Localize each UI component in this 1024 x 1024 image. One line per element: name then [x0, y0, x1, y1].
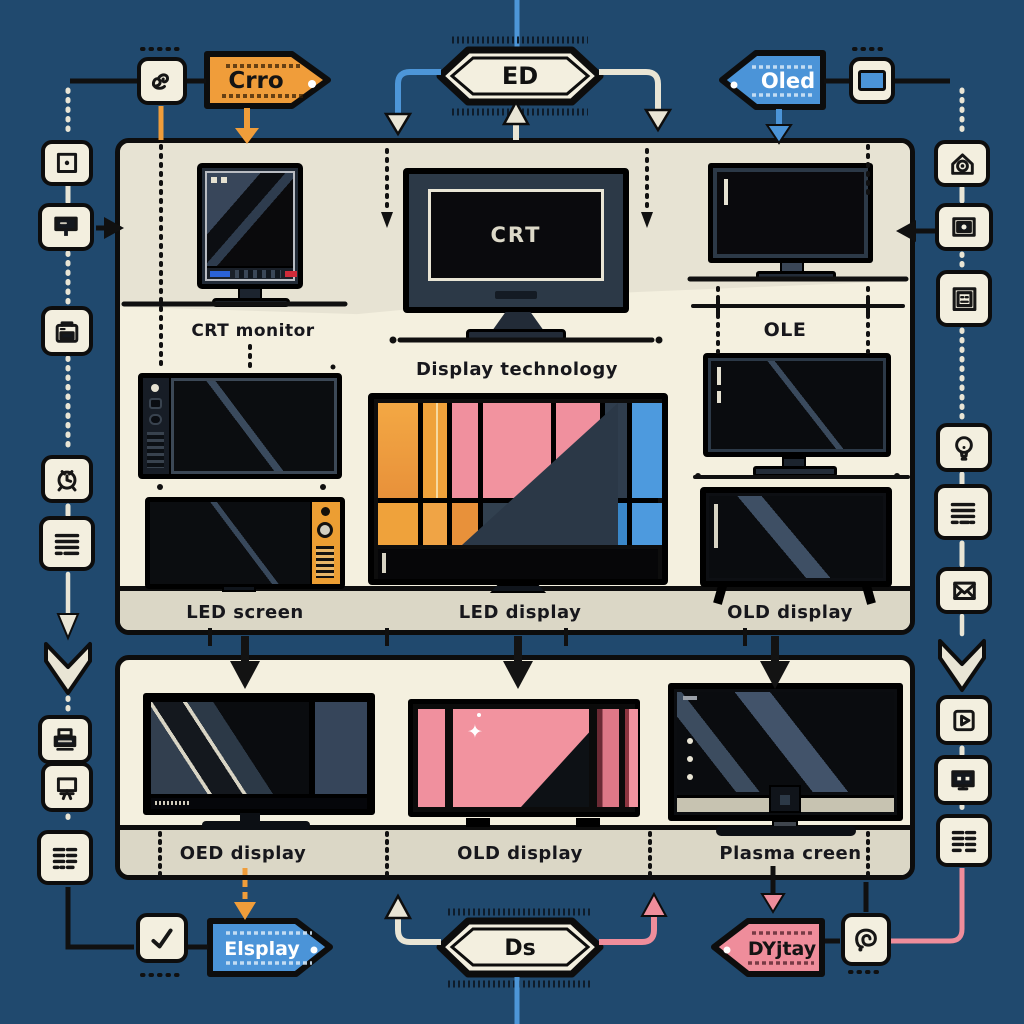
checkmark-icon — [136, 913, 188, 963]
led-tv2-stand — [222, 585, 256, 592]
old-display-main-area: ✦ — [453, 709, 589, 807]
old-display-monitor: ✦ — [408, 699, 640, 817]
left-chevron-down-arrow — [44, 642, 92, 695]
cream-elbow-up-arrow-bottom — [383, 893, 441, 945]
old-display-left-column — [418, 709, 445, 807]
square-dot-icon — [41, 140, 93, 186]
tag-bottom-left-label: Elsplay — [224, 938, 300, 960]
crt-monitor-base — [212, 298, 290, 307]
bottom-panel-label-strip — [120, 825, 910, 875]
left-small-down-arrow — [56, 613, 80, 641]
led-display-stand — [490, 584, 546, 593]
tag-top-center-hexagon: ED — [436, 46, 604, 106]
crt-control-strip — [207, 266, 297, 279]
tag-bottom-right-pink: DYjtay — [711, 918, 825, 977]
label-crt-monitor: CRT monitor — [191, 321, 315, 341]
oed-display-neck — [240, 813, 260, 823]
cream-up-arrow-into-hexagon — [501, 99, 531, 140]
right-chevron-down-arrow — [938, 639, 986, 692]
table-grid-icon-right — [936, 814, 992, 867]
play-video-icon — [936, 695, 992, 745]
flat-monitor-screen — [717, 172, 864, 254]
tag-top-left-label: Crro — [228, 68, 283, 94]
document-frame-icon — [936, 270, 992, 327]
led-tv2-control-strip — [310, 502, 340, 584]
label-old-display-top: OLD display — [727, 602, 853, 623]
doodle-scribble-icon — [137, 57, 187, 105]
label-led-screen: LED screen — [186, 602, 304, 623]
tv-face-icon — [934, 755, 992, 805]
table-grid-icon-left — [37, 830, 93, 885]
sparkle-icon: ✦ — [467, 721, 483, 743]
crt-display-neck — [492, 312, 544, 331]
plasma-base — [716, 826, 856, 836]
label-led-display: LED display — [458, 602, 582, 623]
led-tv-upper-left — [138, 373, 342, 479]
tag-top-right-label: Oled — [761, 69, 815, 93]
plasma-screen-monitor — [668, 683, 903, 821]
printer-icon — [38, 715, 92, 764]
crt-monitor-small — [197, 163, 303, 289]
tag-bottom-right-label: DYjtay — [748, 938, 817, 960]
document-lines-icon-right — [934, 484, 992, 540]
crt-monitor-screen — [205, 171, 297, 281]
flat-monitor-top-right — [708, 163, 873, 263]
oed-screen-right-column — [315, 702, 367, 794]
plasma-screen — [677, 692, 894, 792]
label-ole: OLE — [763, 319, 807, 341]
oled-tv-lower-right — [700, 487, 892, 587]
oed-display-monitor — [143, 693, 375, 815]
cream-elbow-right-arrow — [599, 69, 673, 133]
led-tv2-screen — [150, 502, 310, 584]
led-display-speaker-bar — [378, 549, 658, 579]
crt-display-screen: CRT — [428, 189, 604, 281]
old-display-foot-left — [466, 818, 490, 827]
signboard-icon — [38, 203, 94, 251]
appliance-icon — [41, 306, 93, 356]
flat-monitor-base — [756, 271, 836, 280]
oled-monitor-base — [753, 466, 837, 477]
lightbulb-icon — [936, 423, 992, 472]
oled-tv-screen — [709, 496, 883, 578]
picture-frame-icon — [935, 203, 993, 251]
document-lines-icon — [39, 516, 95, 571]
label-oed-display: OED display — [179, 843, 307, 864]
plasma-center-block — [769, 785, 801, 813]
tag-bottom-center-label: Ds — [504, 936, 535, 961]
tag-top-right-blue: Oled — [719, 50, 826, 110]
label-plasma-screen: Plasma creen — [719, 843, 862, 864]
left-bottom-elbow — [65, 887, 134, 950]
led-tv-control-strip — [143, 378, 171, 474]
oed-screen-left — [151, 702, 309, 794]
oled-monitor-upper-right — [703, 353, 891, 457]
oed-bottom-bar — [151, 798, 367, 809]
label-display-technology: Display technology — [415, 359, 619, 380]
tag-top-left-orange: Crro — [204, 51, 331, 109]
tag-top-center-label: ED — [502, 62, 538, 90]
old-display-col-b — [597, 709, 619, 807]
presentation-board-icon — [41, 762, 93, 812]
old-display-col-c — [625, 709, 638, 807]
led-tv-lower-left — [145, 497, 345, 589]
envelope-icon — [936, 567, 992, 614]
crt-screen-text: CRT — [490, 223, 542, 247]
led-tv-screen — [171, 378, 337, 474]
oed-display-base — [202, 821, 310, 830]
pink-elbow-up-arrow-bottom — [599, 891, 668, 945]
blue-monitor-icon — [849, 57, 895, 104]
tag-bottom-center-hexagon: Ds — [436, 917, 604, 978]
crt-display-large: CRT — [403, 168, 629, 313]
old-display-foot-right — [576, 818, 600, 827]
oled-monitor-screen — [711, 361, 883, 449]
crt-display-foot — [466, 329, 566, 341]
blue-elbow-left-arrow — [383, 69, 441, 137]
label-old-display-bottom: OLD display — [457, 843, 583, 864]
tag-bottom-left-blue: Elsplay — [207, 918, 333, 977]
house-icon — [934, 140, 990, 187]
led-display-center — [368, 393, 668, 585]
alarm-clock-icon — [41, 455, 93, 503]
p-spiral-icon — [841, 913, 891, 966]
